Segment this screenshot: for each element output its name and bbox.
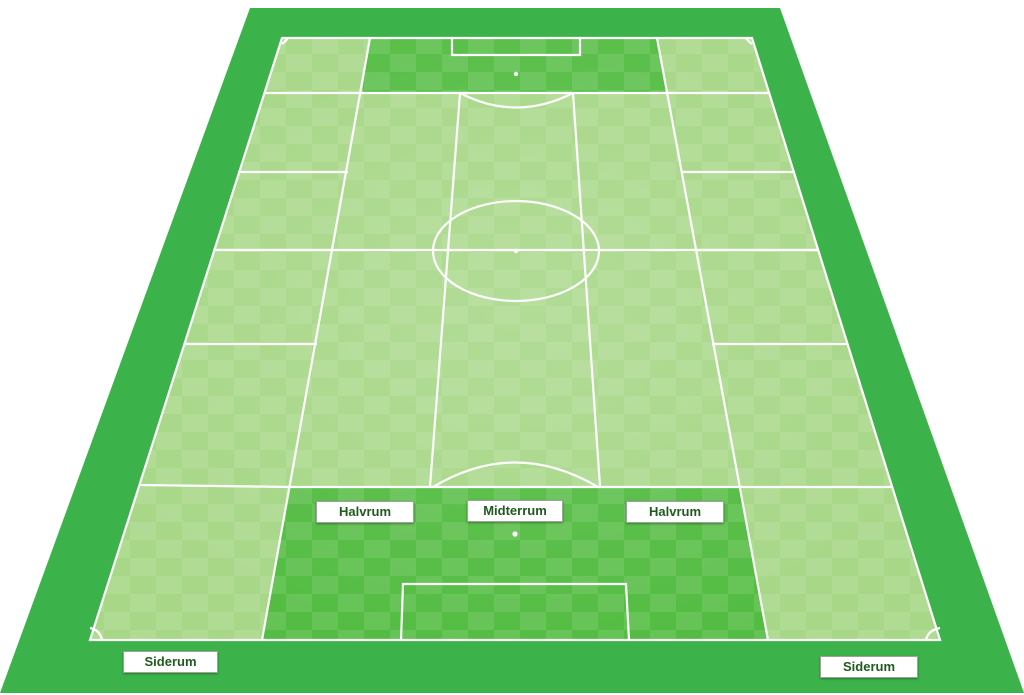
bottom-arc	[432, 461, 599, 488]
zone-line-left-outer	[260, 37, 372, 641]
bottom-goal-box	[399, 582, 631, 641]
corner-arc-bottom-left	[89, 626, 104, 641]
top-arc	[459, 92, 574, 109]
zone-line-right-outer	[655, 37, 770, 641]
center-spot	[513, 248, 519, 254]
label-halfspace-left: Halvrum	[316, 501, 414, 523]
zone-line-left-inner	[428, 92, 462, 488]
label-center: Midterrum	[467, 500, 563, 522]
pitch-lines	[88, 36, 942, 642]
label-halfspace-right: Halvrum	[626, 501, 724, 523]
pitch-glow	[90, 38, 940, 640]
bottom-penalty-spot	[512, 531, 518, 537]
corner-arc-bottom-right	[924, 626, 941, 641]
zone-line-right-inner	[571, 92, 602, 488]
corner-arc-top-left	[281, 37, 289, 45]
label-wing-left: Siderum	[123, 651, 218, 673]
top-penalty-spot	[513, 71, 519, 77]
label-wing-right: Siderum	[820, 656, 918, 678]
pitch-boundary	[88, 36, 942, 642]
top-goal-box	[450, 38, 582, 57]
center-circle	[431, 199, 601, 303]
corner-arc-top-right	[745, 37, 753, 45]
